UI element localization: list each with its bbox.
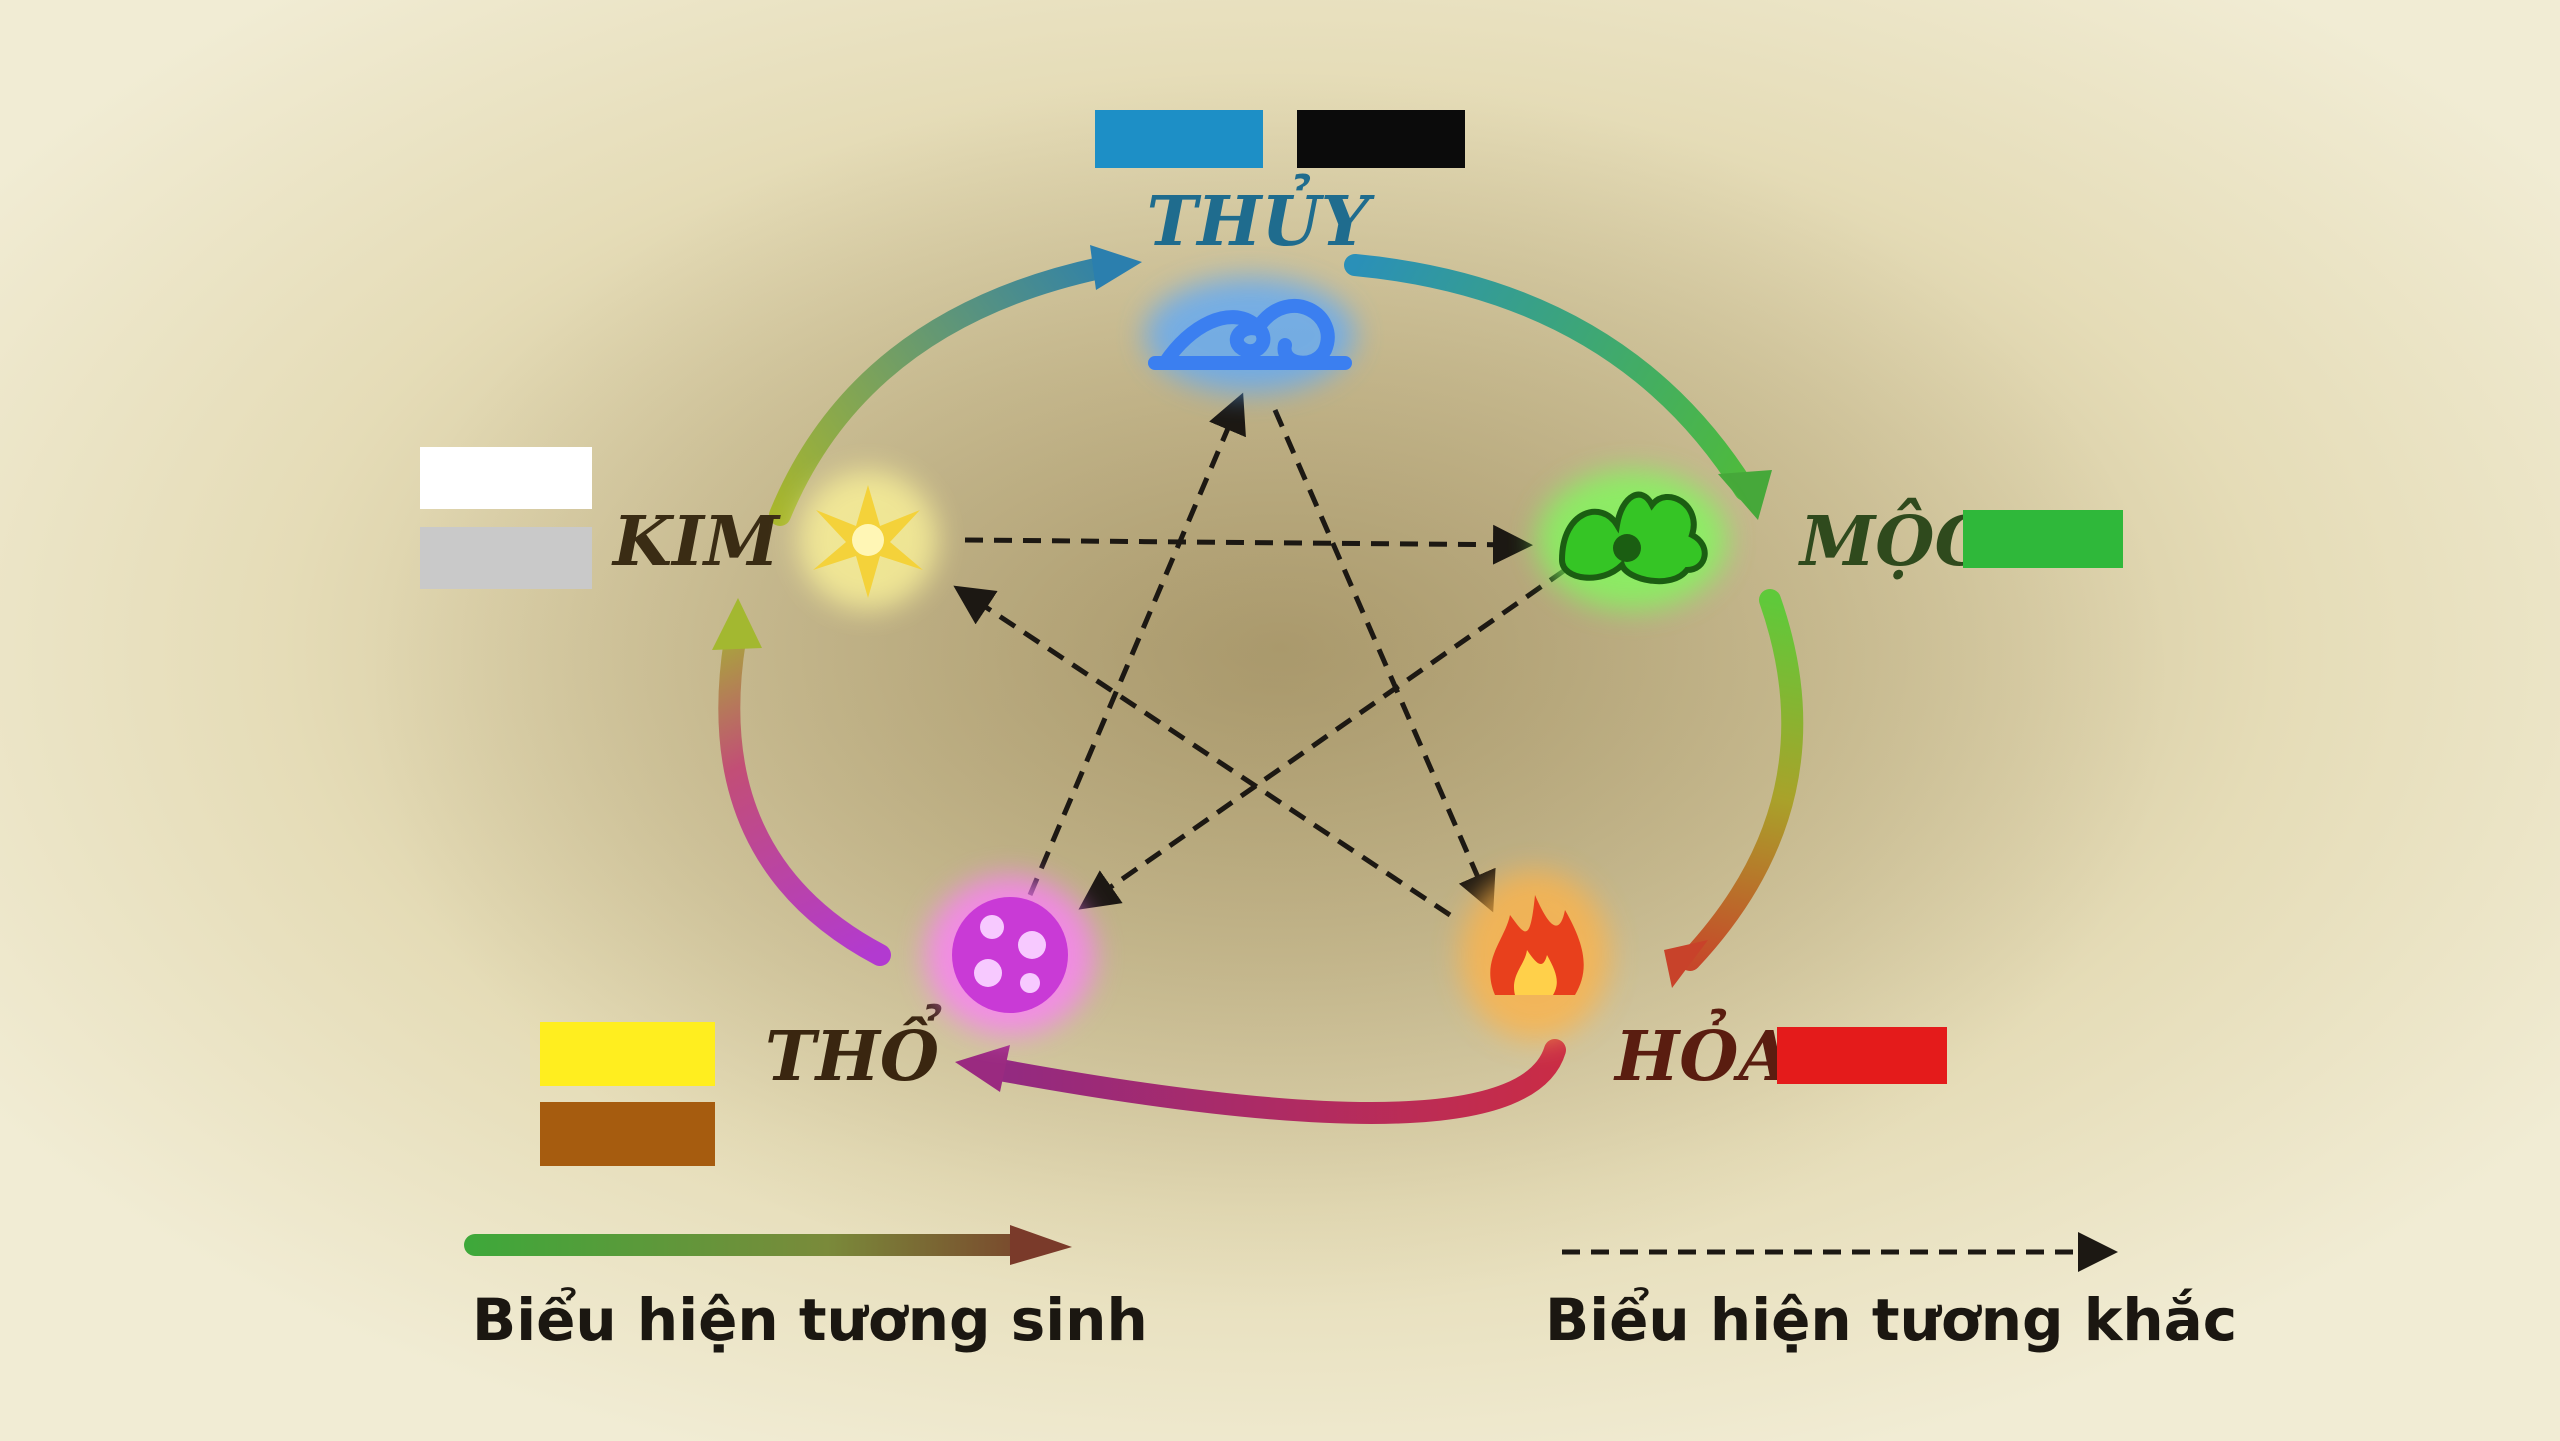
arrow-thuy-to-hoa [1272, 409, 1496, 913]
arrow-kim-to-moc [964, 524, 1533, 565]
element-thuy: THỦY [1095, 110, 1465, 393]
flame-icon [1460, 870, 1610, 1040]
label-hoa: HỎA [1613, 1009, 1791, 1097]
arrow-hoa-to-kim [953, 585, 1452, 918]
swatch-kim-2 [420, 527, 592, 589]
orb-icon [925, 875, 1095, 1035]
arrow-hoa-to-tho [955, 1039, 1566, 1124]
swatch-kim-1 [420, 447, 592, 509]
star-burst-icon [798, 470, 938, 610]
swatch-moc-1 [1963, 510, 2123, 568]
element-tho: THỔ [540, 875, 1095, 1166]
label-kim: KIM [611, 502, 781, 582]
legend-overcoming-label: Biểu hiện tương khắc [1545, 1286, 2237, 1354]
arrow-thuy-to-moc [1344, 254, 1772, 520]
leaf-icon [1537, 470, 1727, 610]
legend-overcoming: Biểu hiện tương khắc [1545, 1232, 2237, 1354]
legend: Biểu hiện tương sinh Biểu hiện tương khắ… [464, 1225, 2237, 1354]
swatch-thuy-2 [1297, 110, 1465, 168]
generating-cycle [712, 245, 1804, 1124]
arrow-kim-to-thuy [769, 245, 1142, 526]
legend-generating-label: Biểu hiện tương sinh [472, 1286, 1148, 1354]
arrow-moc-to-tho [1078, 567, 1567, 910]
legend-generating: Biểu hiện tương sinh [464, 1225, 1148, 1354]
cloud-wave-icon [1145, 277, 1355, 393]
label-moc: MỘC [1798, 498, 1989, 582]
arrow-moc-to-hoa [1664, 589, 1804, 988]
label-tho: THỔ [765, 1005, 942, 1097]
arrow-tho-to-kim [712, 598, 891, 966]
arrow-tho-to-thuy [1027, 392, 1246, 896]
overcoming-star [953, 392, 1567, 918]
label-thuy: THỦY [1147, 174, 1375, 262]
swatch-tho-1 [540, 1022, 715, 1086]
element-moc: MỘC [1537, 470, 2123, 610]
swatch-thuy-1 [1095, 110, 1263, 168]
swatch-hoa-1 [1777, 1027, 1947, 1084]
element-hoa: HỎA [1460, 870, 1947, 1097]
swatch-tho-2 [540, 1102, 715, 1166]
element-kim: KIM [420, 447, 938, 610]
